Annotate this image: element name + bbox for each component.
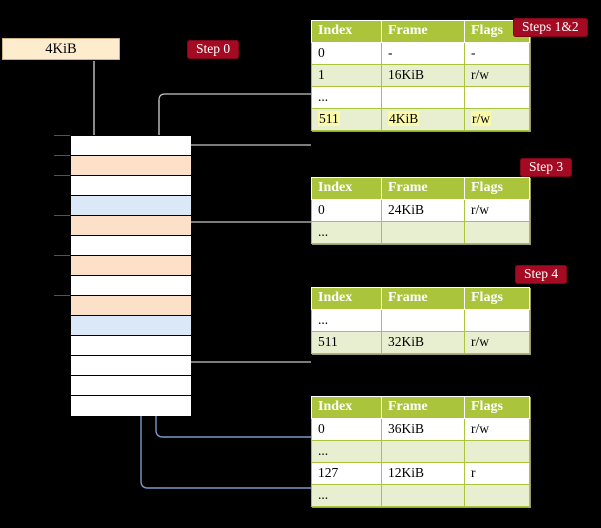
virtual-page-label: 4KiB <box>45 40 77 57</box>
cell-flags: r/w <box>464 199 530 222</box>
column-header-index: Index <box>311 396 382 419</box>
memory-row-tick <box>54 135 70 136</box>
physical-memory-column <box>70 135 191 416</box>
cell-flags: r/w <box>464 108 530 131</box>
cell-frame: 4KiB <box>381 108 465 131</box>
cell-index: 0 <box>311 199 382 222</box>
cell-index: 0 <box>311 418 382 441</box>
cell-index: 511 <box>311 331 382 354</box>
cell-frame: 12KiB <box>381 462 465 485</box>
memory-frame-row <box>71 316 191 336</box>
column-header-index: Index <box>311 287 382 310</box>
highlight-mark: 4KiB <box>388 111 420 126</box>
memory-row-tick <box>54 175 70 176</box>
column-header-frame: Frame <box>381 20 465 43</box>
cell-frame <box>381 309 465 332</box>
memory-frame-row <box>71 256 191 276</box>
cell-index: 1 <box>311 64 382 87</box>
cell-index: 0 <box>311 42 382 65</box>
cell-frame <box>381 440 465 463</box>
cell-frame: 24KiB <box>381 199 465 222</box>
cell-index: 511 <box>311 108 382 131</box>
column-header-frame: Frame <box>381 177 465 200</box>
cell-index: ... <box>311 86 382 109</box>
column-header-index: Index <box>311 20 382 43</box>
memory-row-tick <box>54 215 70 216</box>
table-row: ... <box>311 484 530 507</box>
column-header-index: Index <box>311 177 382 200</box>
cell-index: ... <box>311 440 382 463</box>
memory-frame-row <box>71 376 191 396</box>
badge-step0: Step 0 <box>187 40 240 60</box>
memory-frame-row <box>71 156 191 176</box>
badge-step4: Step 4 <box>515 265 568 285</box>
memory-frame-row <box>71 196 191 216</box>
cell-flags <box>464 484 530 507</box>
cell-flags: r/w <box>464 418 530 441</box>
highlight-mark: r/w <box>471 111 491 126</box>
table-row: ... <box>311 440 530 463</box>
cell-frame <box>381 86 465 109</box>
cell-flags <box>464 440 530 463</box>
badge-step3: Step 3 <box>520 158 573 178</box>
memory-frame-row <box>71 336 191 356</box>
cell-flags: r <box>464 462 530 485</box>
cell-frame: 32KiB <box>381 331 465 354</box>
cell-flags: r/w <box>464 331 530 354</box>
highlight-mark: 511 <box>318 111 340 126</box>
memory-frame-row <box>71 136 191 156</box>
cell-index: ... <box>311 309 382 332</box>
memory-frame-row <box>71 276 191 296</box>
cell-flags <box>464 221 530 244</box>
virtual-page-box: 4KiB <box>2 38 120 60</box>
cell-flags: r/w <box>464 64 530 87</box>
cell-flags <box>464 86 530 109</box>
cell-frame: 16KiB <box>381 64 465 87</box>
memory-frame-row <box>71 236 191 256</box>
cell-frame <box>381 221 465 244</box>
cell-index: ... <box>311 221 382 244</box>
column-header-flags: Flags <box>464 287 530 310</box>
table-row: 0-- <box>311 42 530 65</box>
cell-index: 127 <box>311 462 382 485</box>
column-header-frame: Frame <box>381 396 465 419</box>
memory-row-tick <box>54 295 70 296</box>
memory-frame-row <box>71 356 191 376</box>
memory-row-tick <box>54 255 70 256</box>
cell-frame: 36KiB <box>381 418 465 441</box>
badge-steps12: Steps 1&2 <box>513 18 588 38</box>
column-header-flags: Flags <box>464 396 530 419</box>
memory-frame-row <box>71 396 191 416</box>
memory-frame-row <box>71 176 191 196</box>
table-row: 511 4KiB r/w <box>311 108 530 131</box>
cell-frame: - <box>381 42 465 65</box>
memory-frame-row <box>71 296 191 316</box>
table-row: ... <box>311 86 530 109</box>
table-row: ... <box>311 309 530 332</box>
cell-frame <box>381 484 465 507</box>
cell-index: ... <box>311 484 382 507</box>
cell-flags <box>464 309 530 332</box>
cell-flags: - <box>464 42 530 65</box>
column-header-frame: Frame <box>381 287 465 310</box>
table-row: ... <box>311 221 530 244</box>
memory-row-tick <box>54 155 70 156</box>
memory-frame-row <box>71 216 191 236</box>
column-header-flags: Flags <box>464 177 530 200</box>
